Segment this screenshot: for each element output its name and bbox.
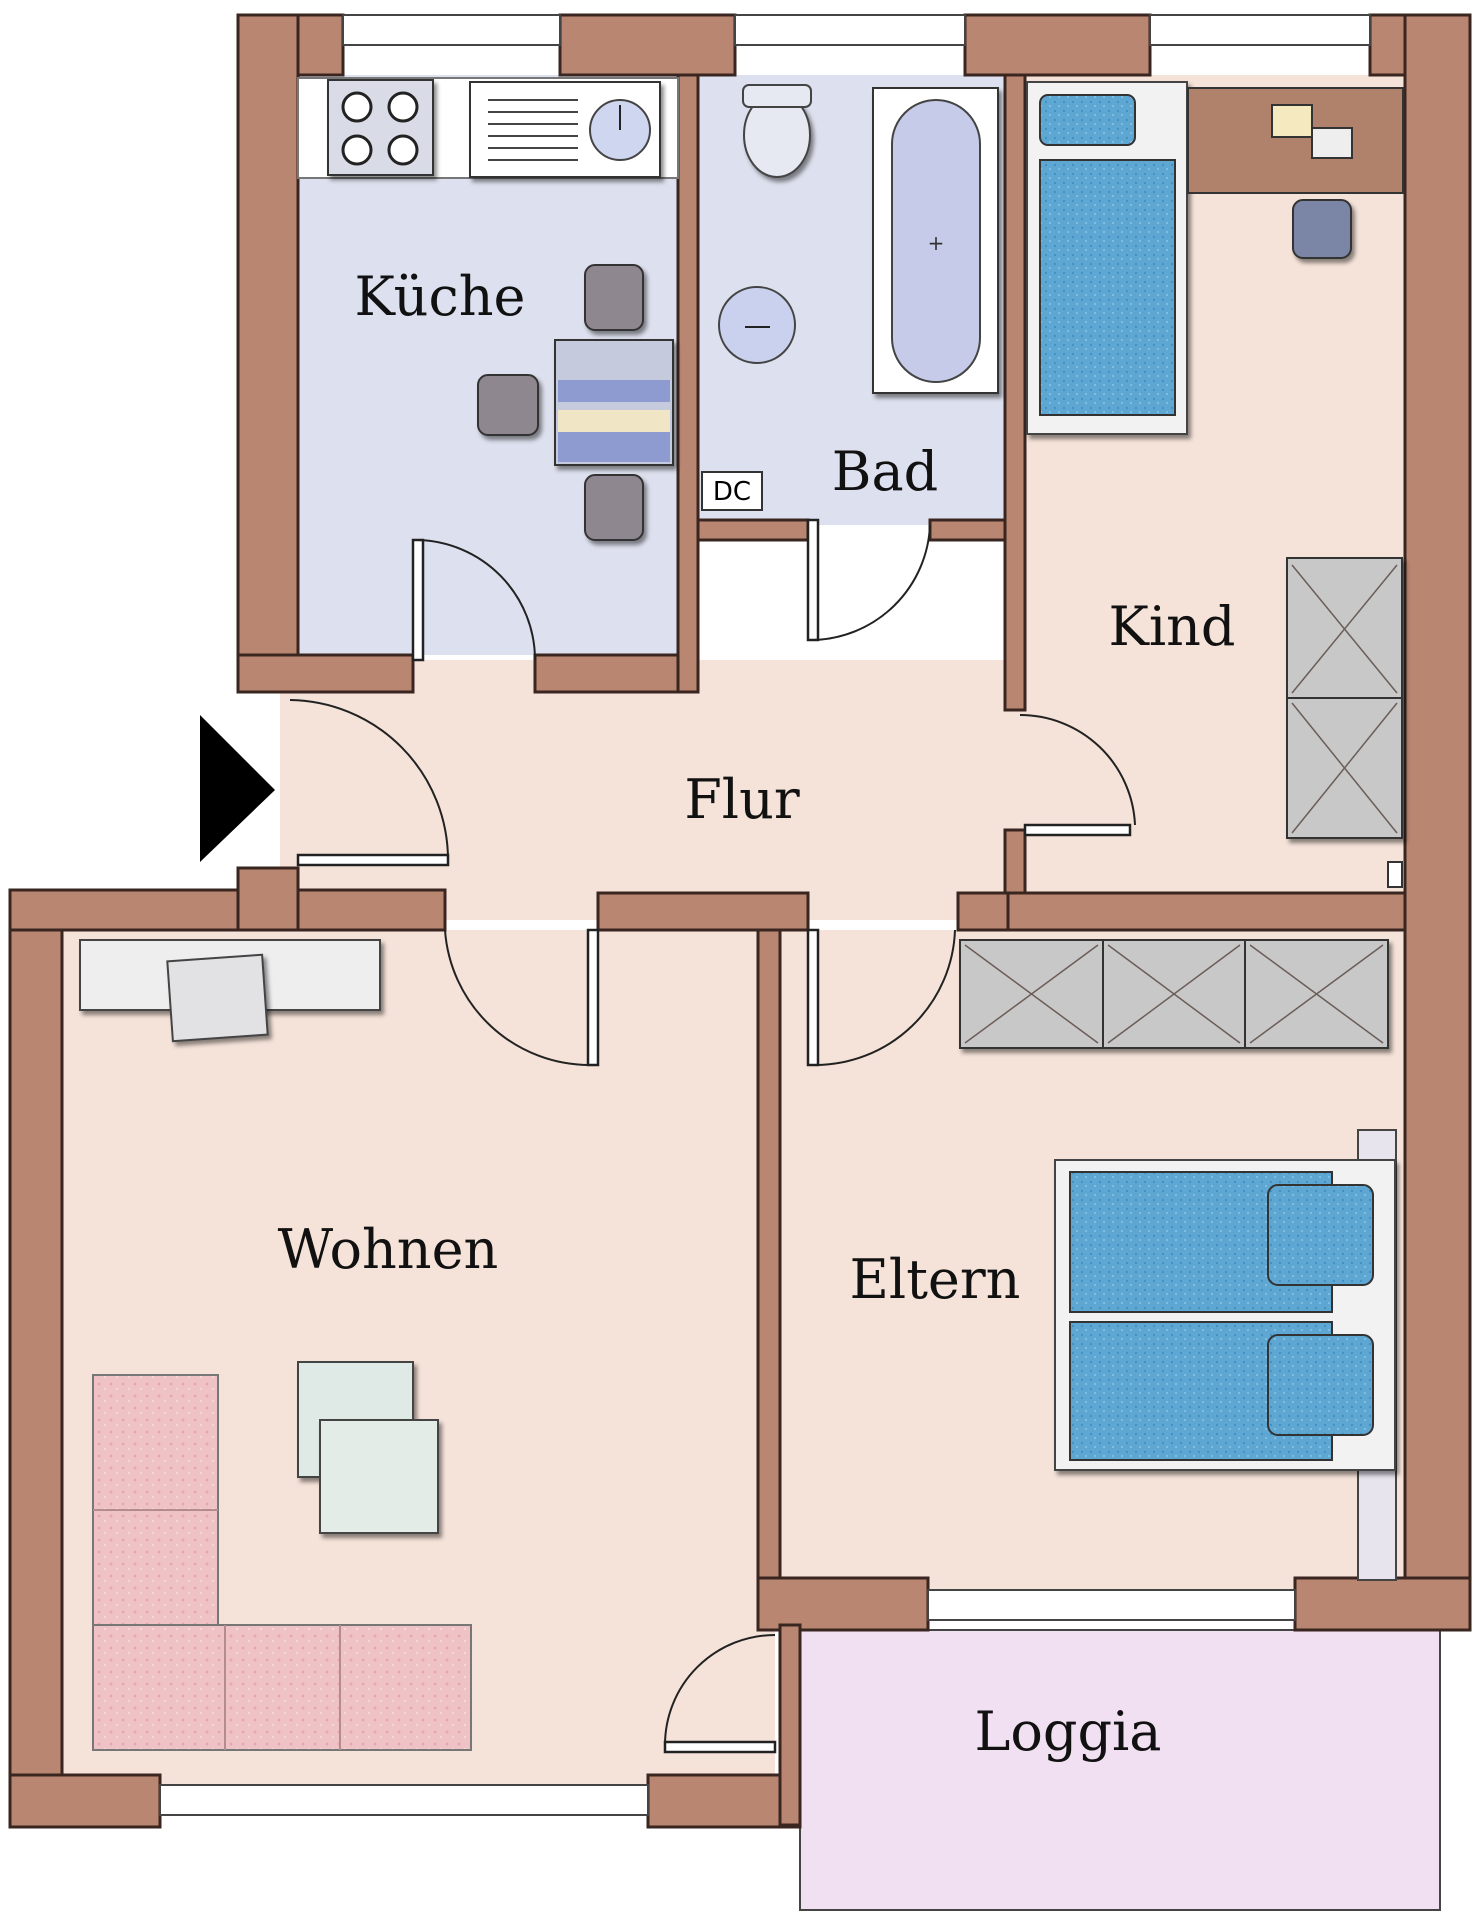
label-eltern: Eltern [850,1248,1021,1311]
desk-kind [1187,87,1404,194]
label-kueche: Küche [355,265,526,328]
washbasin-icon [718,286,796,364]
tv-icon [166,953,269,1043]
radiator-icon [701,471,763,511]
furniture: + DC [79,77,1404,1751]
door-wohnen [586,928,600,1067]
door-kueche [411,538,425,662]
door-entrance [296,853,450,867]
door-eltern [806,928,820,1067]
chair-icon [1292,199,1352,259]
svg-text:+: + [928,231,945,255]
window-kind [1149,14,1371,46]
window-eltern [927,1589,1296,1621]
coffee-table [319,1419,439,1534]
windows [159,14,1371,1816]
chair-icon [477,374,539,436]
window-wohnen [159,1784,649,1816]
label-loggia: Loggia [975,1700,1162,1763]
sofa-side [92,1374,219,1631]
chair-icon [584,474,644,541]
label-flur: Flur [684,768,800,831]
sofa-bottom [92,1624,472,1751]
door-kind [1023,823,1132,837]
label-bad: Bad [832,440,938,503]
chair-icon [584,264,644,331]
window-kueche [342,14,561,46]
door-loggia [663,1740,777,1754]
svg-text:DC: DC [713,477,751,507]
entrance-arrow-icon [200,715,275,862]
label-wohnen: Wohnen [278,1218,499,1281]
stove-icon [327,79,434,176]
doors [289,518,1136,1754]
label-kind: Kind [1109,595,1236,658]
room-labels: Küche Bad Kind Flur Wohnen Eltern Loggia [278,265,1236,1763]
door-bad [806,518,820,642]
floor-flur [280,660,1025,920]
lamp-icon [1271,104,1313,138]
keyboard-icon [1311,127,1353,159]
floor-loggia [799,1629,1441,1911]
walls [8,13,1472,1829]
window-bad [734,14,966,46]
